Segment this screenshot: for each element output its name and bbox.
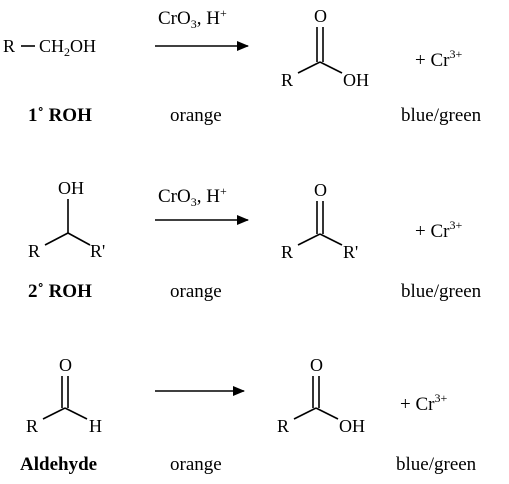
product-2: O R R' [281,180,358,262]
reactant-2: OH R R' [28,178,105,261]
byproduct-color-label: blue/green [401,281,482,302]
reactant-label: Aldehyde [20,454,97,475]
r-atom: R [26,416,38,436]
reaction-1: R CH2OH 1˚ ROH CrO3, H+ orange O R OH + … [3,6,482,126]
reactant-3: O R H [26,355,102,436]
chromium-byproduct: + Cr3+ [415,218,462,242]
r-atom: R [277,416,289,436]
chromium-byproduct: + Cr3+ [400,391,447,415]
rc-bond [42,407,66,420]
byproduct-color-label: blue/green [396,454,477,475]
oh-group: OH [343,70,369,90]
c-oh-bond [319,61,343,74]
reagent-label: CrO3, H+ [158,184,227,209]
product-1: O R OH [281,6,369,90]
oh-group: OH [339,416,365,436]
r-atom: R [3,36,15,56]
reagent-label: CrO3, H+ [158,6,227,31]
product-3: O R OH [277,355,365,436]
reactant-1: R CH2OH [3,36,96,59]
reagent-color-label: orange [170,281,222,302]
reactant-label: 2˚ ROH [28,281,92,302]
c-r2-bond [67,232,91,246]
c-oh-bond [315,407,339,420]
r-prime-atom: R' [90,241,105,261]
o-atom: O [314,180,327,200]
oh-group: OH [58,178,84,198]
r-prime-atom: R' [343,242,358,262]
byproduct-color-label: blue/green [401,105,482,126]
rc-bond [297,61,321,74]
o-atom: O [310,355,323,375]
reactant-label: 1˚ ROH [28,105,92,126]
ch2oh-group: CH2OH [39,36,96,59]
rc-bond [293,407,317,420]
chromium-byproduct: + Cr3+ [415,47,462,71]
c-r2-bond [319,233,343,246]
reaction-2: OH R R' 2˚ ROH CrO3, H+ orange O R R' + … [28,178,482,302]
o-atom: O [314,6,327,26]
reaction-3: O R H Aldehyde orange O R OH + Cr3+ blue… [20,355,477,475]
o-atom: O [59,355,72,375]
r-atom: R [281,70,293,90]
rc-bond [44,232,69,246]
h-atom: H [89,416,102,436]
reagent-color-label: orange [170,105,222,126]
rc-bond [297,233,321,246]
ch-bond [64,407,88,420]
r-atom: R [28,241,40,261]
reagent-color-label: orange [170,454,222,475]
r-atom: R [281,242,293,262]
